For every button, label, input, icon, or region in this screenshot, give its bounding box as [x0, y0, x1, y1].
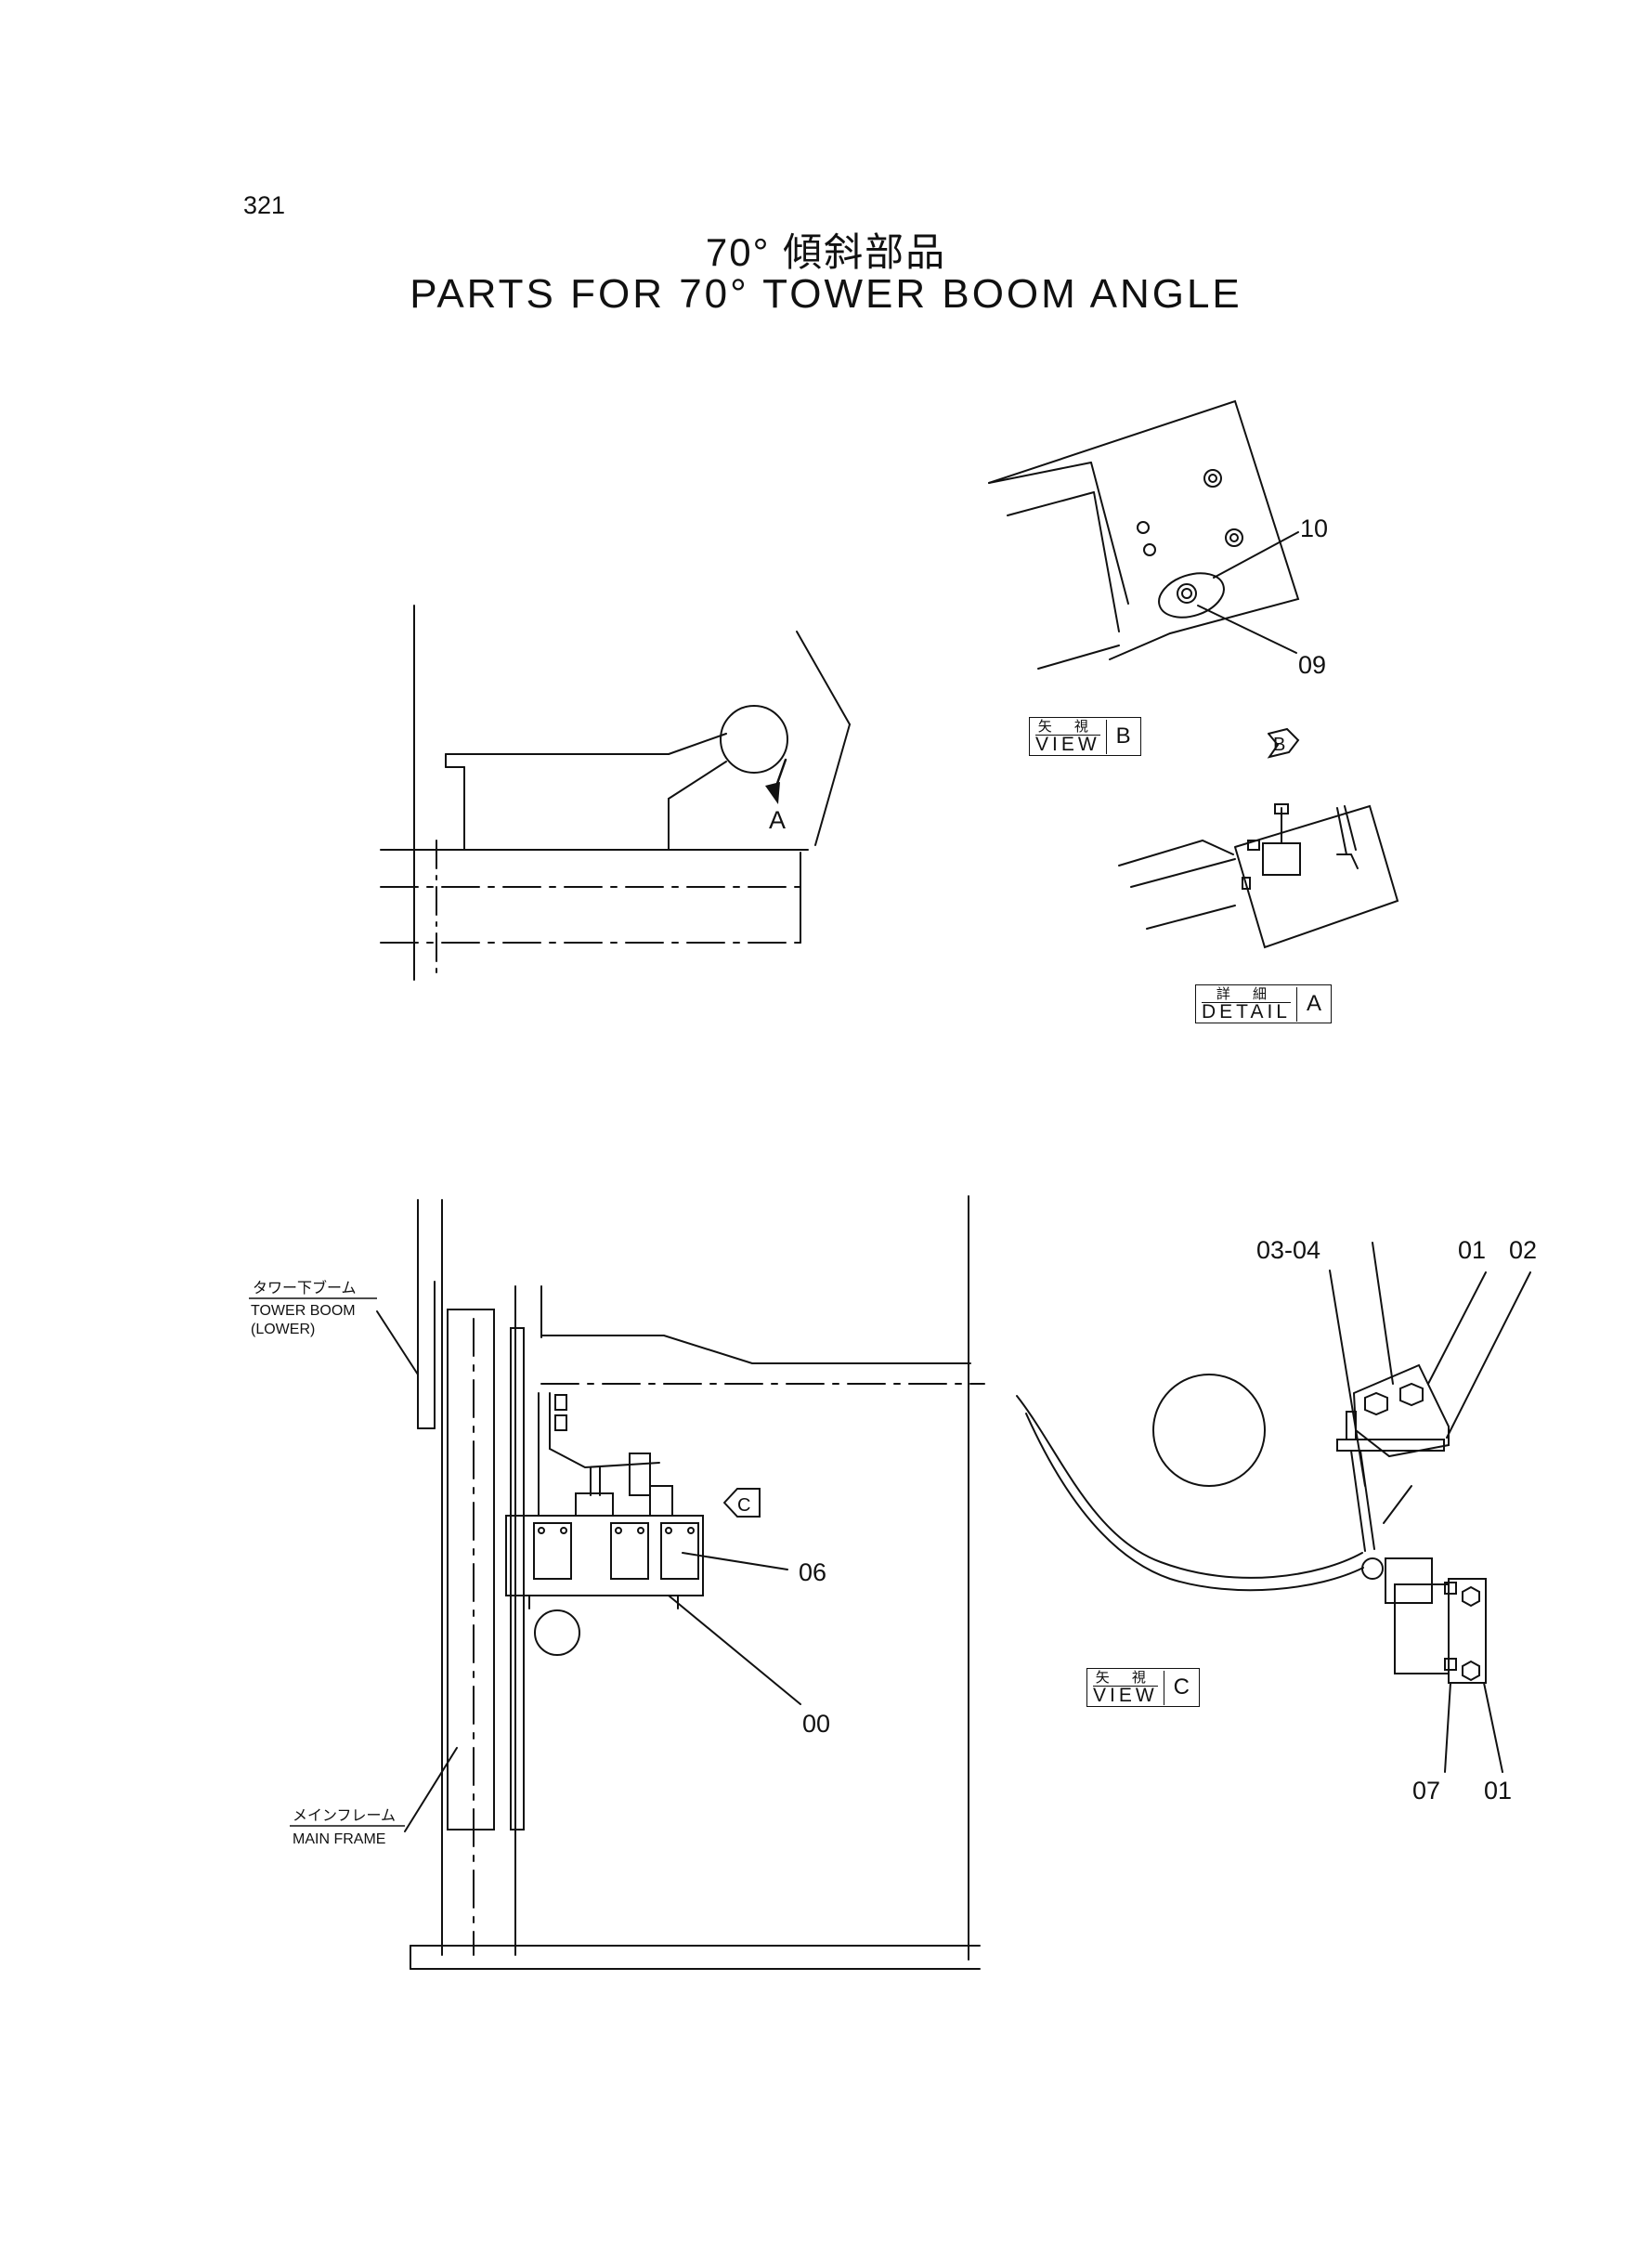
tower-boom-label-ja: タワー下ブーム [253, 1279, 357, 1296]
view-b-callout: 矢 視 VIEW B [1029, 717, 1141, 756]
marker-a-label: A [769, 806, 786, 834]
view-b-callout-jp: 矢 視 [1037, 718, 1098, 735]
view-c-arrow [723, 1488, 761, 1518]
arrow-b-label: B [1273, 735, 1285, 755]
view-c-callout-en: VIEW [1093, 1684, 1158, 1706]
main-frame-label-ja: メインフレーム [293, 1808, 396, 1824]
detail-a-drawing [1118, 803, 1399, 949]
view-c-callout-stack: 矢 視 VIEW [1087, 1669, 1164, 1706]
page-title-japanese: 70° 傾斜部品 [705, 230, 947, 274]
page-number: 321 [243, 191, 286, 219]
part-number-07: 07 [1412, 1777, 1440, 1804]
upper-general-view [380, 605, 851, 981]
view-b-callout-en: VIEW [1035, 733, 1100, 755]
part-number-02: 02 [1509, 1236, 1537, 1264]
view-c-callout: 矢 視 VIEW C [1086, 1668, 1201, 1707]
part-number-03-04: 03-04 [1256, 1236, 1320, 1264]
part-number-06: 06 [799, 1558, 826, 1586]
detail-a-callout: 詳 細 DETAIL A [1195, 984, 1332, 1023]
tower-boom-label-en2: (LOWER) [251, 1322, 315, 1337]
detail-a-callout-stack: 詳 細 DETAIL [1196, 985, 1297, 1023]
view-b-arrow [1267, 727, 1300, 759]
part-number-10: 10 [1300, 515, 1328, 542]
part-number-01-bottom: 01 [1484, 1777, 1512, 1804]
part-number-01-top: 01 [1458, 1236, 1486, 1264]
tower-boom-label-en: TOWER BOOM [251, 1303, 356, 1319]
page-title-english: PARTS FOR 70° TOWER BOOM ANGLE [410, 271, 1242, 317]
view-c-drawing [1016, 1242, 1531, 1773]
view-c-callout-letter: C [1173, 1674, 1190, 1700]
detail-a-callout-jp: 詳 細 [1216, 985, 1277, 1002]
detail-a-callout-en: DETAIL [1202, 1000, 1291, 1023]
part-number-00: 00 [802, 1710, 830, 1738]
view-b-drawing [988, 399, 1300, 670]
part-number-09: 09 [1298, 651, 1326, 679]
main-frame-label-en: MAIN FRAME [293, 1831, 385, 1847]
lower-main-view [410, 1195, 985, 1970]
detail-a-callout-letter: A [1306, 991, 1321, 1016]
view-b-callout-letter: B [1115, 723, 1131, 749]
view-c-callout-jp: 矢 視 [1095, 1669, 1155, 1686]
view-b-callout-stack: 矢 視 VIEW [1030, 718, 1107, 755]
arrow-c-label: C [737, 1495, 750, 1516]
